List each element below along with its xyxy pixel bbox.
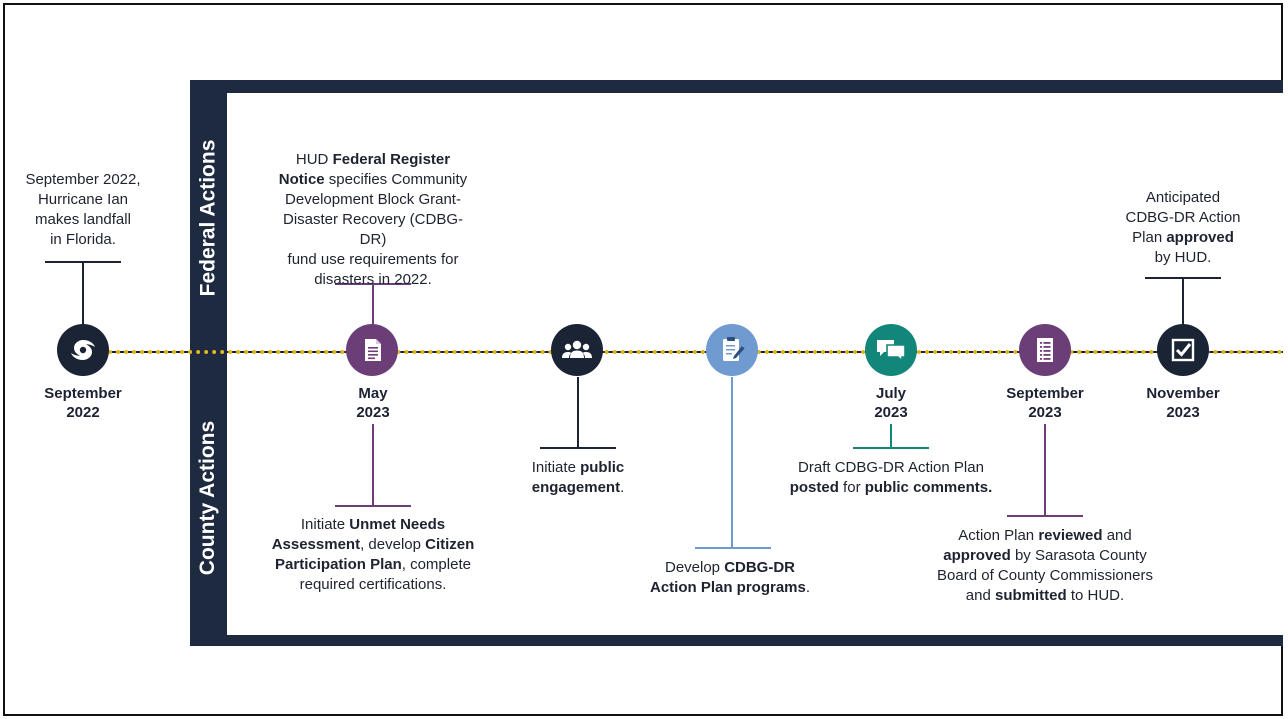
connector-tee <box>335 505 411 507</box>
hurricane-icon <box>71 340 95 360</box>
note-unmet-needs: Initiate Unmet Needs Assessment, develop… <box>271 516 475 593</box>
clipboard-pencil-icon <box>723 337 745 361</box>
federal-actions-label: Federal Actions <box>196 139 220 297</box>
connector-stem <box>1182 278 1184 324</box>
chat-bubbles-icon <box>877 340 906 363</box>
milestone-node <box>57 324 109 376</box>
note-programs: Develop CDBG-DR Action Plan programs. <box>649 559 811 596</box>
connector-stem <box>372 284 374 326</box>
connector-stem <box>1044 424 1046 516</box>
milestone-node <box>865 324 917 376</box>
document-icon <box>365 339 381 361</box>
timeline-dots <box>100 350 1283 354</box>
connector-stem <box>890 424 892 448</box>
note-reviewed: Action Plan reviewed and approved by Sar… <box>937 527 1153 604</box>
connector-stem <box>82 262 84 324</box>
connector-tee <box>853 447 929 449</box>
connector-stem <box>372 424 374 506</box>
note-hurricane: September 2022, Hurricane Ian makes land… <box>25 171 141 248</box>
checkbox-icon <box>1171 338 1195 362</box>
actions-panel-body <box>227 93 1283 635</box>
connector-tee <box>1007 515 1083 517</box>
note-draft: Draft CDBG-DR Action Plan posted for pub… <box>789 459 993 496</box>
note-hud-notice: HUD Federal Register Notice specifies Co… <box>278 151 468 288</box>
milestone-node <box>1019 324 1071 376</box>
note-approved: Anticipated CDBG-DR Action Plan approved… <box>1125 189 1241 266</box>
people-group-icon <box>562 340 592 358</box>
connector-tee <box>540 447 616 449</box>
connector-stem <box>577 377 579 447</box>
county-actions-label: County Actions <box>196 420 220 575</box>
connector-stem <box>731 377 733 547</box>
milestone-node <box>706 324 758 376</box>
checklist-icon <box>1037 338 1053 362</box>
note-engagement: Initiate public engagement. <box>531 459 625 496</box>
milestone-node <box>1157 324 1209 376</box>
milestone-node <box>551 324 603 376</box>
connector-tee <box>695 547 771 549</box>
milestone-node <box>346 324 398 376</box>
